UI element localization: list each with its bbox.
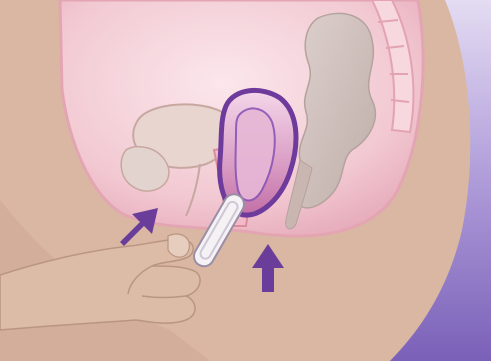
illustration-svg [0, 0, 491, 361]
illustration-canvas [0, 0, 491, 361]
